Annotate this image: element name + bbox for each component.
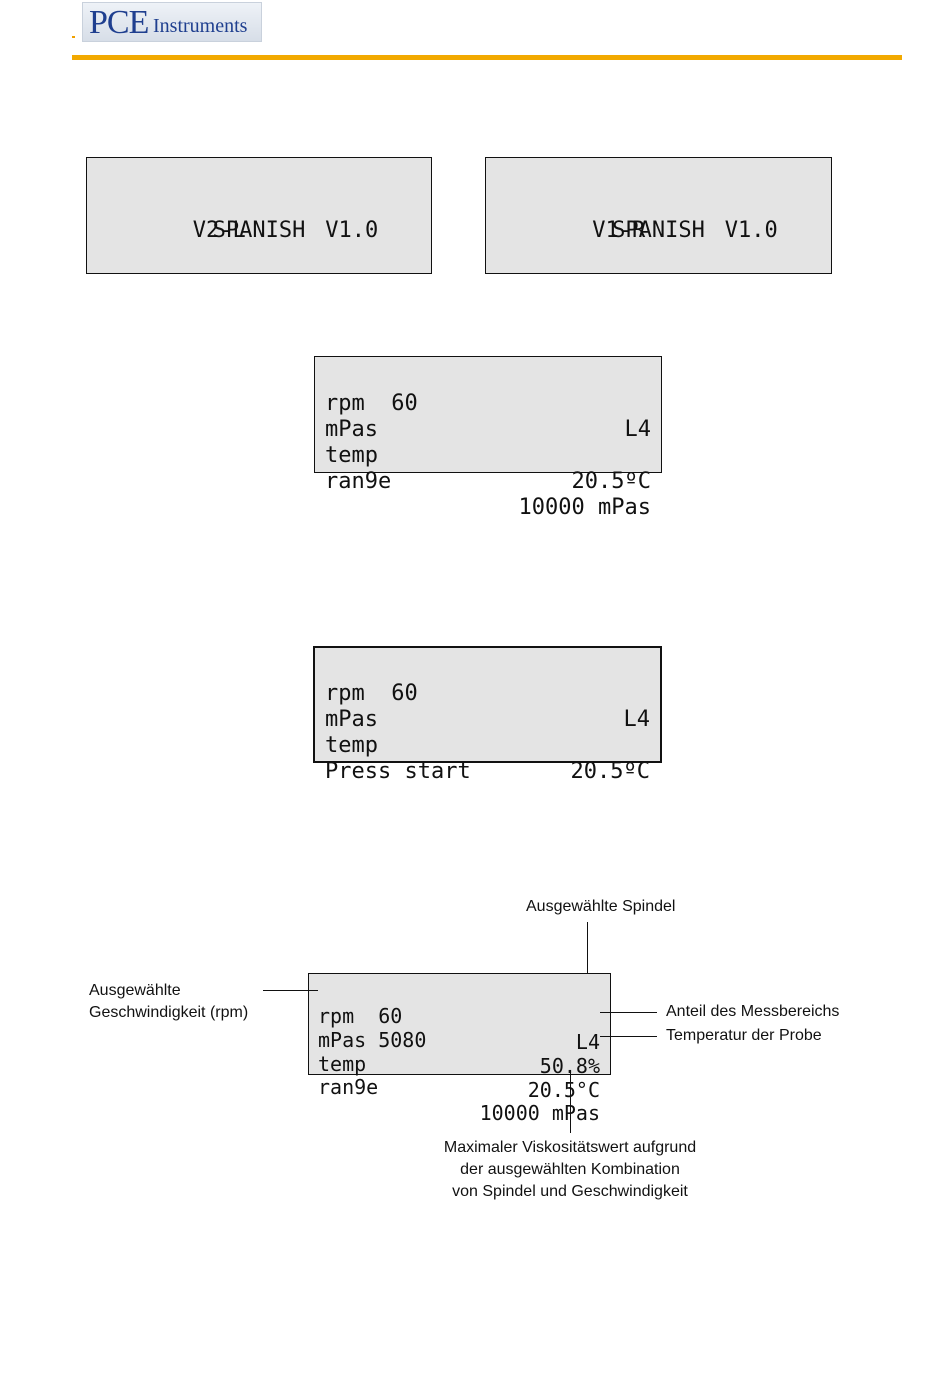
- startup-model-row: V2-L V1.0: [87, 192, 431, 243]
- lcd-press-start-screen: rpm 60 L4 mPas temp 20.5ºC Press start: [313, 646, 662, 784]
- annotation-max-line1: Maximaler Viskositätswert aufgrund: [443, 1139, 697, 1156]
- speed-leader-line: [263, 990, 318, 991]
- spindle-readout: L4: [623, 707, 651, 732]
- annotation-speed-line2: Geschwindigkeit (rpm): [89, 1004, 249, 1021]
- press-start-prompt: Press start: [325, 759, 471, 784]
- lcd-annotated-screen: rpm 60 L4 mPas 5080 50.8% temp 20.5°C ra…: [308, 973, 611, 1125]
- spindle-leader-line: [587, 922, 588, 974]
- temp-value: 20.5ºC: [570, 759, 650, 784]
- range-value: 10000 mPas: [518, 495, 651, 520]
- lcd-range-screen: rpm 60 L4 mPas temp 20.5ºC ran9e 10000 m…: [314, 356, 662, 520]
- temp-label: temp: [325, 443, 378, 468]
- temp-value: 20.5ºC: [571, 469, 651, 494]
- rpm-readout: rpm 60: [325, 391, 418, 416]
- startup-model: V1-R: [592, 218, 646, 243]
- startup-language: SPANISH: [212, 218, 306, 243]
- spindle-readout: L4: [624, 417, 652, 442]
- spindle-readout: L4: [575, 1030, 600, 1054]
- viscosity-value: mPas 5080: [318, 1028, 427, 1052]
- annotation-percent: Anteil des Messbereichs: [666, 1003, 840, 1020]
- annotation-max-line2: der ausgewählten Kombination: [460, 1161, 680, 1178]
- pce-logo: PCE Instruments: [82, 2, 262, 42]
- range-label: ran9e: [318, 1075, 379, 1099]
- startup-model: V2-L: [192, 218, 246, 243]
- temperature-leader-line: [600, 1036, 657, 1037]
- annotation-speed-line1: Ausgewählte: [89, 982, 181, 999]
- annotation-spindle: Ausgewählte Spindel: [526, 898, 676, 915]
- viscosity-unit: mPas: [325, 417, 378, 442]
- startup-language: SPANISH: [612, 218, 705, 243]
- startup-screen-left: V2-L V1.0 SPANISH: [86, 157, 432, 274]
- annotation-max-line3: von Spindel und Geschwindigkeit: [452, 1183, 688, 1200]
- range-percent: 50.8%: [539, 1054, 600, 1078]
- max-value-leader-line: [570, 1070, 571, 1133]
- startup-screen-right: V1-R V1.0 SPANISH: [485, 157, 832, 274]
- temp-label: temp: [325, 733, 378, 758]
- startup-model-row: V1-R V1.0: [486, 192, 831, 243]
- startup-version: V1.0: [724, 218, 778, 243]
- rpm-readout: rpm 60: [325, 681, 418, 706]
- startup-version: V1.0: [325, 218, 379, 243]
- temp-value: 20.5°C: [527, 1078, 600, 1102]
- logo-accent-dot: [72, 36, 75, 38]
- rpm-readout: rpm 60: [318, 1004, 403, 1028]
- annotation-temperature: Temperatur der Probe: [666, 1027, 822, 1044]
- range-label: ran9e: [325, 469, 392, 494]
- header-rule: [72, 55, 902, 60]
- logo-instruments-text: Instruments: [153, 15, 248, 37]
- logo-pce-text: PCE: [89, 4, 149, 41]
- range-value: 10000 mPas: [479, 1101, 600, 1125]
- temp-label: temp: [318, 1052, 367, 1076]
- viscosity-unit: mPas: [325, 707, 378, 732]
- percent-leader-line: [600, 1012, 657, 1013]
